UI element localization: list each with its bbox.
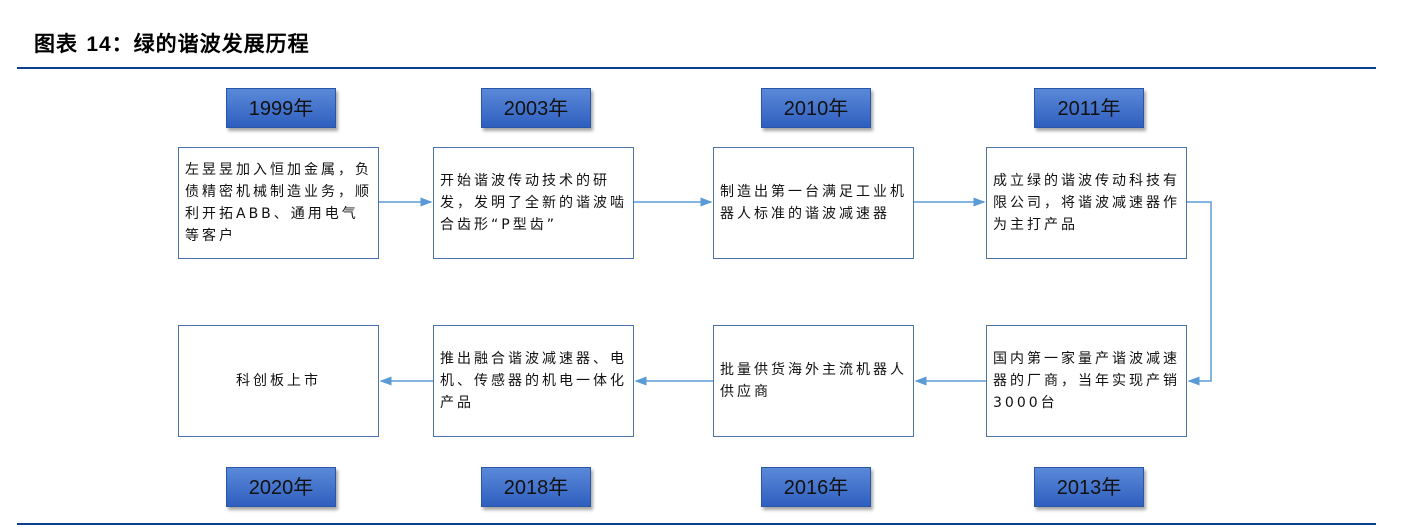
milestone-text: 开始谐波传动技术的研发，发明了全新的谐波啮合齿形“P型齿” bbox=[440, 173, 627, 233]
milestone-box-2013: 国内第一家量产谐波减速器的厂商，当年实现产销3000台 bbox=[986, 325, 1187, 437]
milestone-text: 成立绿的谐波传动科技有限公司，将谐波减速器作为主打产品 bbox=[993, 173, 1180, 233]
milestone-text: 批量供货海外主流机器人供应商 bbox=[720, 362, 907, 400]
title-prefix: 图表 bbox=[34, 32, 87, 56]
milestone-box-2010: 制造出第一台满足工业机器人标准的谐波减速器 bbox=[713, 147, 914, 259]
year-label-2011: 2011年 bbox=[1034, 88, 1144, 128]
title-text: ：绿的谐波发展历程 bbox=[111, 32, 310, 56]
year-label-2016: 2016年 bbox=[761, 467, 871, 507]
milestone-text: 科创板上市 bbox=[236, 373, 321, 389]
milestone-text: 制造出第一台满足工业机器人标准的谐波减速器 bbox=[720, 184, 907, 222]
milestone-box-2016: 批量供货海外主流机器人供应商 bbox=[713, 325, 914, 437]
bottom-rule bbox=[17, 523, 1376, 525]
year-label-2003: 2003年 bbox=[481, 88, 591, 128]
arrow-2011-2013 bbox=[1187, 201, 1212, 386]
year-label-2018: 2018年 bbox=[481, 467, 591, 507]
milestone-box-2020: 科创板上市 bbox=[178, 325, 379, 437]
milestone-box-2003: 开始谐波传动技术的研发，发明了全新的谐波啮合齿形“P型齿” bbox=[433, 147, 634, 259]
top-rule bbox=[17, 67, 1376, 69]
figure-number: 14 bbox=[86, 33, 112, 56]
milestone-box-2018: 推出融合谐波减速器、电机、传感器的机电一体化产品 bbox=[433, 325, 634, 437]
milestone-text: 国内第一家量产谐波减速器的厂商，当年实现产销3000台 bbox=[993, 351, 1180, 411]
milestone-text: 推出融合谐波减速器、电机、传感器的机电一体化产品 bbox=[440, 351, 627, 411]
year-label-2010: 2010年 bbox=[761, 88, 871, 128]
milestone-box-2011: 成立绿的谐波传动科技有限公司，将谐波减速器作为主打产品 bbox=[986, 147, 1187, 259]
year-label-1999: 1999年 bbox=[226, 88, 336, 128]
year-label-2013: 2013年 bbox=[1034, 467, 1144, 507]
milestone-text: 左昱昱加入恒加金属，负债精密机械制造业务，顺利开拓ABB、通用电气等客户 bbox=[185, 162, 372, 244]
figure-title: 图表 14：绿的谐波发展历程 bbox=[34, 28, 310, 58]
milestone-box-1999: 左昱昱加入恒加金属，负债精密机械制造业务，顺利开拓ABB、通用电气等客户 bbox=[178, 147, 379, 259]
year-label-2020: 2020年 bbox=[226, 467, 336, 507]
